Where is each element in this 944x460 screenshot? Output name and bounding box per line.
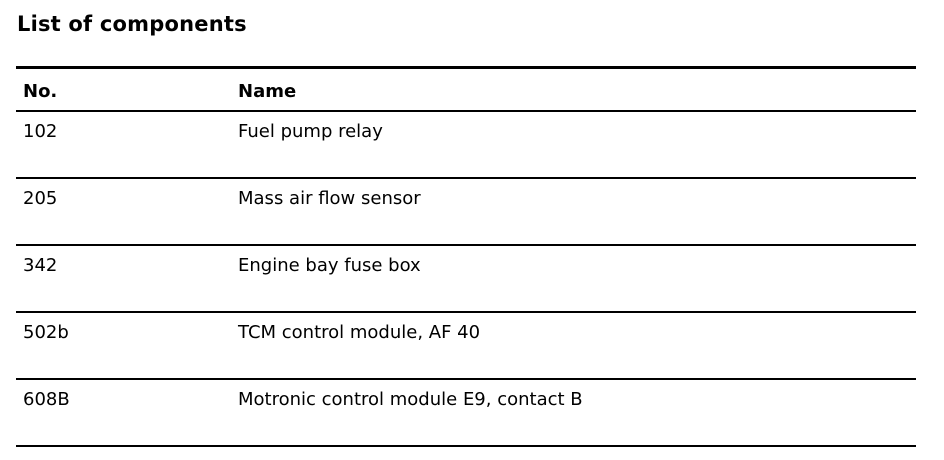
table-row: 502b TCM control module, AF 40	[16, 313, 916, 380]
component-name: Engine bay fuse box	[238, 255, 421, 276]
table-row: 608B Motronic control module E9, contact…	[16, 380, 916, 447]
component-number: 342	[23, 255, 58, 276]
component-name: Mass air flow sensor	[238, 188, 421, 209]
component-name: TCM control module, AF 40	[238, 322, 481, 343]
component-number: 102	[23, 121, 58, 142]
table-row: 102 Fuel pump relay	[16, 112, 916, 179]
component-number: 205	[23, 188, 58, 209]
table-row: 205 Mass air flow sensor	[16, 179, 916, 246]
page-title: List of components	[17, 12, 247, 36]
column-header-name: Name	[238, 81, 297, 102]
table-row: 342 Engine bay fuse box	[16, 246, 916, 313]
component-number: 502b	[23, 322, 69, 343]
component-number: 608B	[23, 389, 70, 410]
table-header-row: No. Name	[16, 66, 916, 112]
column-header-no: No.	[23, 81, 58, 102]
component-name: Motronic control module E9, contact B	[238, 389, 583, 410]
components-table: No. Name 102 Fuel pump relay 205 Mass ai…	[16, 66, 916, 447]
component-name: Fuel pump relay	[238, 121, 383, 142]
